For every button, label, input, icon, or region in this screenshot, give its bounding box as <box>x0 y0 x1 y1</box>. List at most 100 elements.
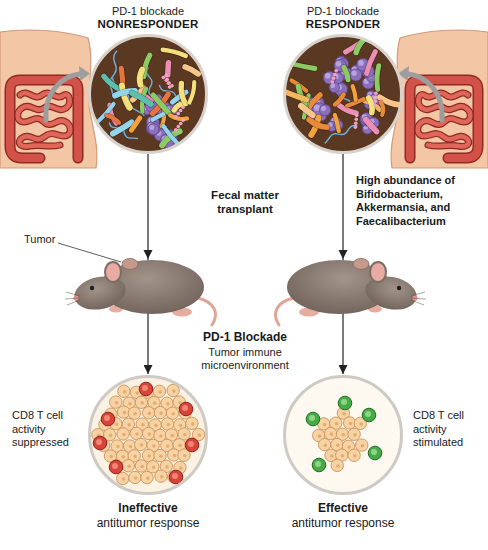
circle-shape <box>88 34 208 154</box>
rod-bacterium <box>366 120 377 132</box>
tumor-cell-nucleus <box>183 433 187 437</box>
group-label: PD-1 blockade <box>98 5 199 18</box>
tumor-cell-nucleus <box>123 411 127 415</box>
tumor-cell-nucleus <box>133 455 137 459</box>
rod-bacterium <box>189 82 194 102</box>
coccus-chain <box>176 112 180 116</box>
rod-bacterium <box>165 63 171 75</box>
tumor-cell <box>142 407 154 419</box>
coccus-chain <box>165 78 169 82</box>
rod-outline <box>335 115 339 131</box>
group-label: PD-1 blockade <box>306 5 381 18</box>
rod-bacterium <box>107 115 119 122</box>
coccus-chain <box>374 91 378 95</box>
cd8-t-cell-nucleus <box>112 463 118 469</box>
rod-bacterium <box>369 98 373 113</box>
coccus-chain <box>162 76 166 80</box>
rod-outline <box>144 55 150 76</box>
rod-bacterium <box>163 126 177 144</box>
coccus-chain <box>170 84 174 88</box>
rod-outline <box>131 118 139 130</box>
coccus-chain <box>181 105 185 109</box>
rod-outline <box>163 126 177 144</box>
cd8-t-cell <box>312 458 326 472</box>
microenvironment-label: Tumor immune microenvironment <box>190 346 300 372</box>
cd8-t-cell <box>306 412 320 426</box>
tumor-cell <box>356 439 368 451</box>
microbe-field <box>90 36 206 152</box>
cd8-t-cell-nucleus <box>365 411 371 417</box>
coccus-chain <box>354 117 358 121</box>
tumor-cell-nucleus <box>179 424 183 428</box>
tumor-cell-nucleus <box>353 433 357 437</box>
cd8-t-cell-nucleus <box>182 405 188 411</box>
response-label: Ineffective antitumor response <box>95 501 201 531</box>
tumor-cell-nucleus <box>147 454 151 458</box>
tumor-cell-nucleus <box>152 466 156 470</box>
coccus-chain <box>373 103 377 107</box>
coccus-bacterium <box>319 105 330 116</box>
coccus-chain <box>332 76 336 80</box>
rod-outline <box>140 70 143 85</box>
cd8-t-cell-nucleus <box>371 449 377 455</box>
tumor-cell <box>129 471 141 483</box>
rod-outline <box>164 63 171 75</box>
label-holder: PD-1 Blockade <box>185 330 305 344</box>
tumor-cell <box>142 427 154 439</box>
rod-bacterium <box>335 115 339 131</box>
label-holder: High abundance of Bifidobacterium, Akker… <box>356 174 484 228</box>
gut-lumen <box>285 36 401 152</box>
tumor-cell-nucleus <box>140 465 144 469</box>
tumor-cell <box>135 460 147 472</box>
tumor-cell-nucleus <box>122 477 126 481</box>
tumor-cell <box>117 428 129 440</box>
cd8-t-cell-nucleus <box>315 461 321 467</box>
rod-outline <box>189 82 194 102</box>
tumor-cell-nucleus <box>134 476 138 480</box>
tumor-cell-nucleus <box>173 454 177 458</box>
tumor-cell-nucleus <box>347 445 351 449</box>
tumor-cell-nucleus <box>159 454 163 458</box>
torso-intestine <box>0 30 97 168</box>
label-holder: Tumor <box>24 233 55 246</box>
tumor-cell <box>122 460 134 472</box>
tumor-cell-nucleus <box>115 401 119 405</box>
rod-bacterium <box>344 67 348 79</box>
tumor-cell-nucleus <box>148 432 152 436</box>
tumor-cell-nucleus <box>335 422 339 426</box>
coccus-highlight <box>358 60 364 66</box>
coccus-bacterium <box>146 121 160 135</box>
tumor-cell <box>324 427 336 439</box>
rod-bacterium <box>381 102 384 115</box>
cd8-t-cell-nucleus <box>188 441 194 447</box>
rod-outline <box>132 93 151 104</box>
tumor-cell-nucleus <box>342 412 346 416</box>
tumor-microenvironment-circle: CD8 T cell activity suppressedIneffectiv… <box>88 375 208 495</box>
tumor-cell-nucleus <box>127 423 131 427</box>
rod-outline <box>285 92 306 100</box>
tumor-cell-nucleus <box>353 454 357 458</box>
rod-outline <box>309 120 327 128</box>
magnifier-ring <box>90 377 207 494</box>
transplant-label: Fecal matter transplant <box>196 188 294 216</box>
rod-outline <box>107 115 119 122</box>
below-text-group: Effective antitumor response <box>290 501 396 531</box>
tumor-cell-nucleus <box>116 445 120 449</box>
cd8-activity-note: CD8 T cell activity suppressed <box>12 409 78 450</box>
rod-outline <box>366 120 377 132</box>
treatment-label: PD-1 Blockade <box>185 330 305 344</box>
mouse <box>65 250 216 325</box>
cd8-activity-note: CD8 T cell activity stimulated <box>413 409 479 450</box>
tumor-cell <box>118 385 130 397</box>
tumor-cell <box>154 406 166 418</box>
rod-outline <box>153 95 168 112</box>
tumor-cell-nucleus <box>135 391 139 395</box>
tumor-cell-nucleus <box>122 433 126 437</box>
tumor-cell-nucleus <box>133 412 137 416</box>
torso-intestine <box>391 30 488 168</box>
tumor-cell-nucleus <box>159 411 163 415</box>
tumor-cell <box>348 449 360 461</box>
tumor-cell-nucleus <box>121 455 125 459</box>
tumor-cell-nucleus <box>166 402 170 406</box>
